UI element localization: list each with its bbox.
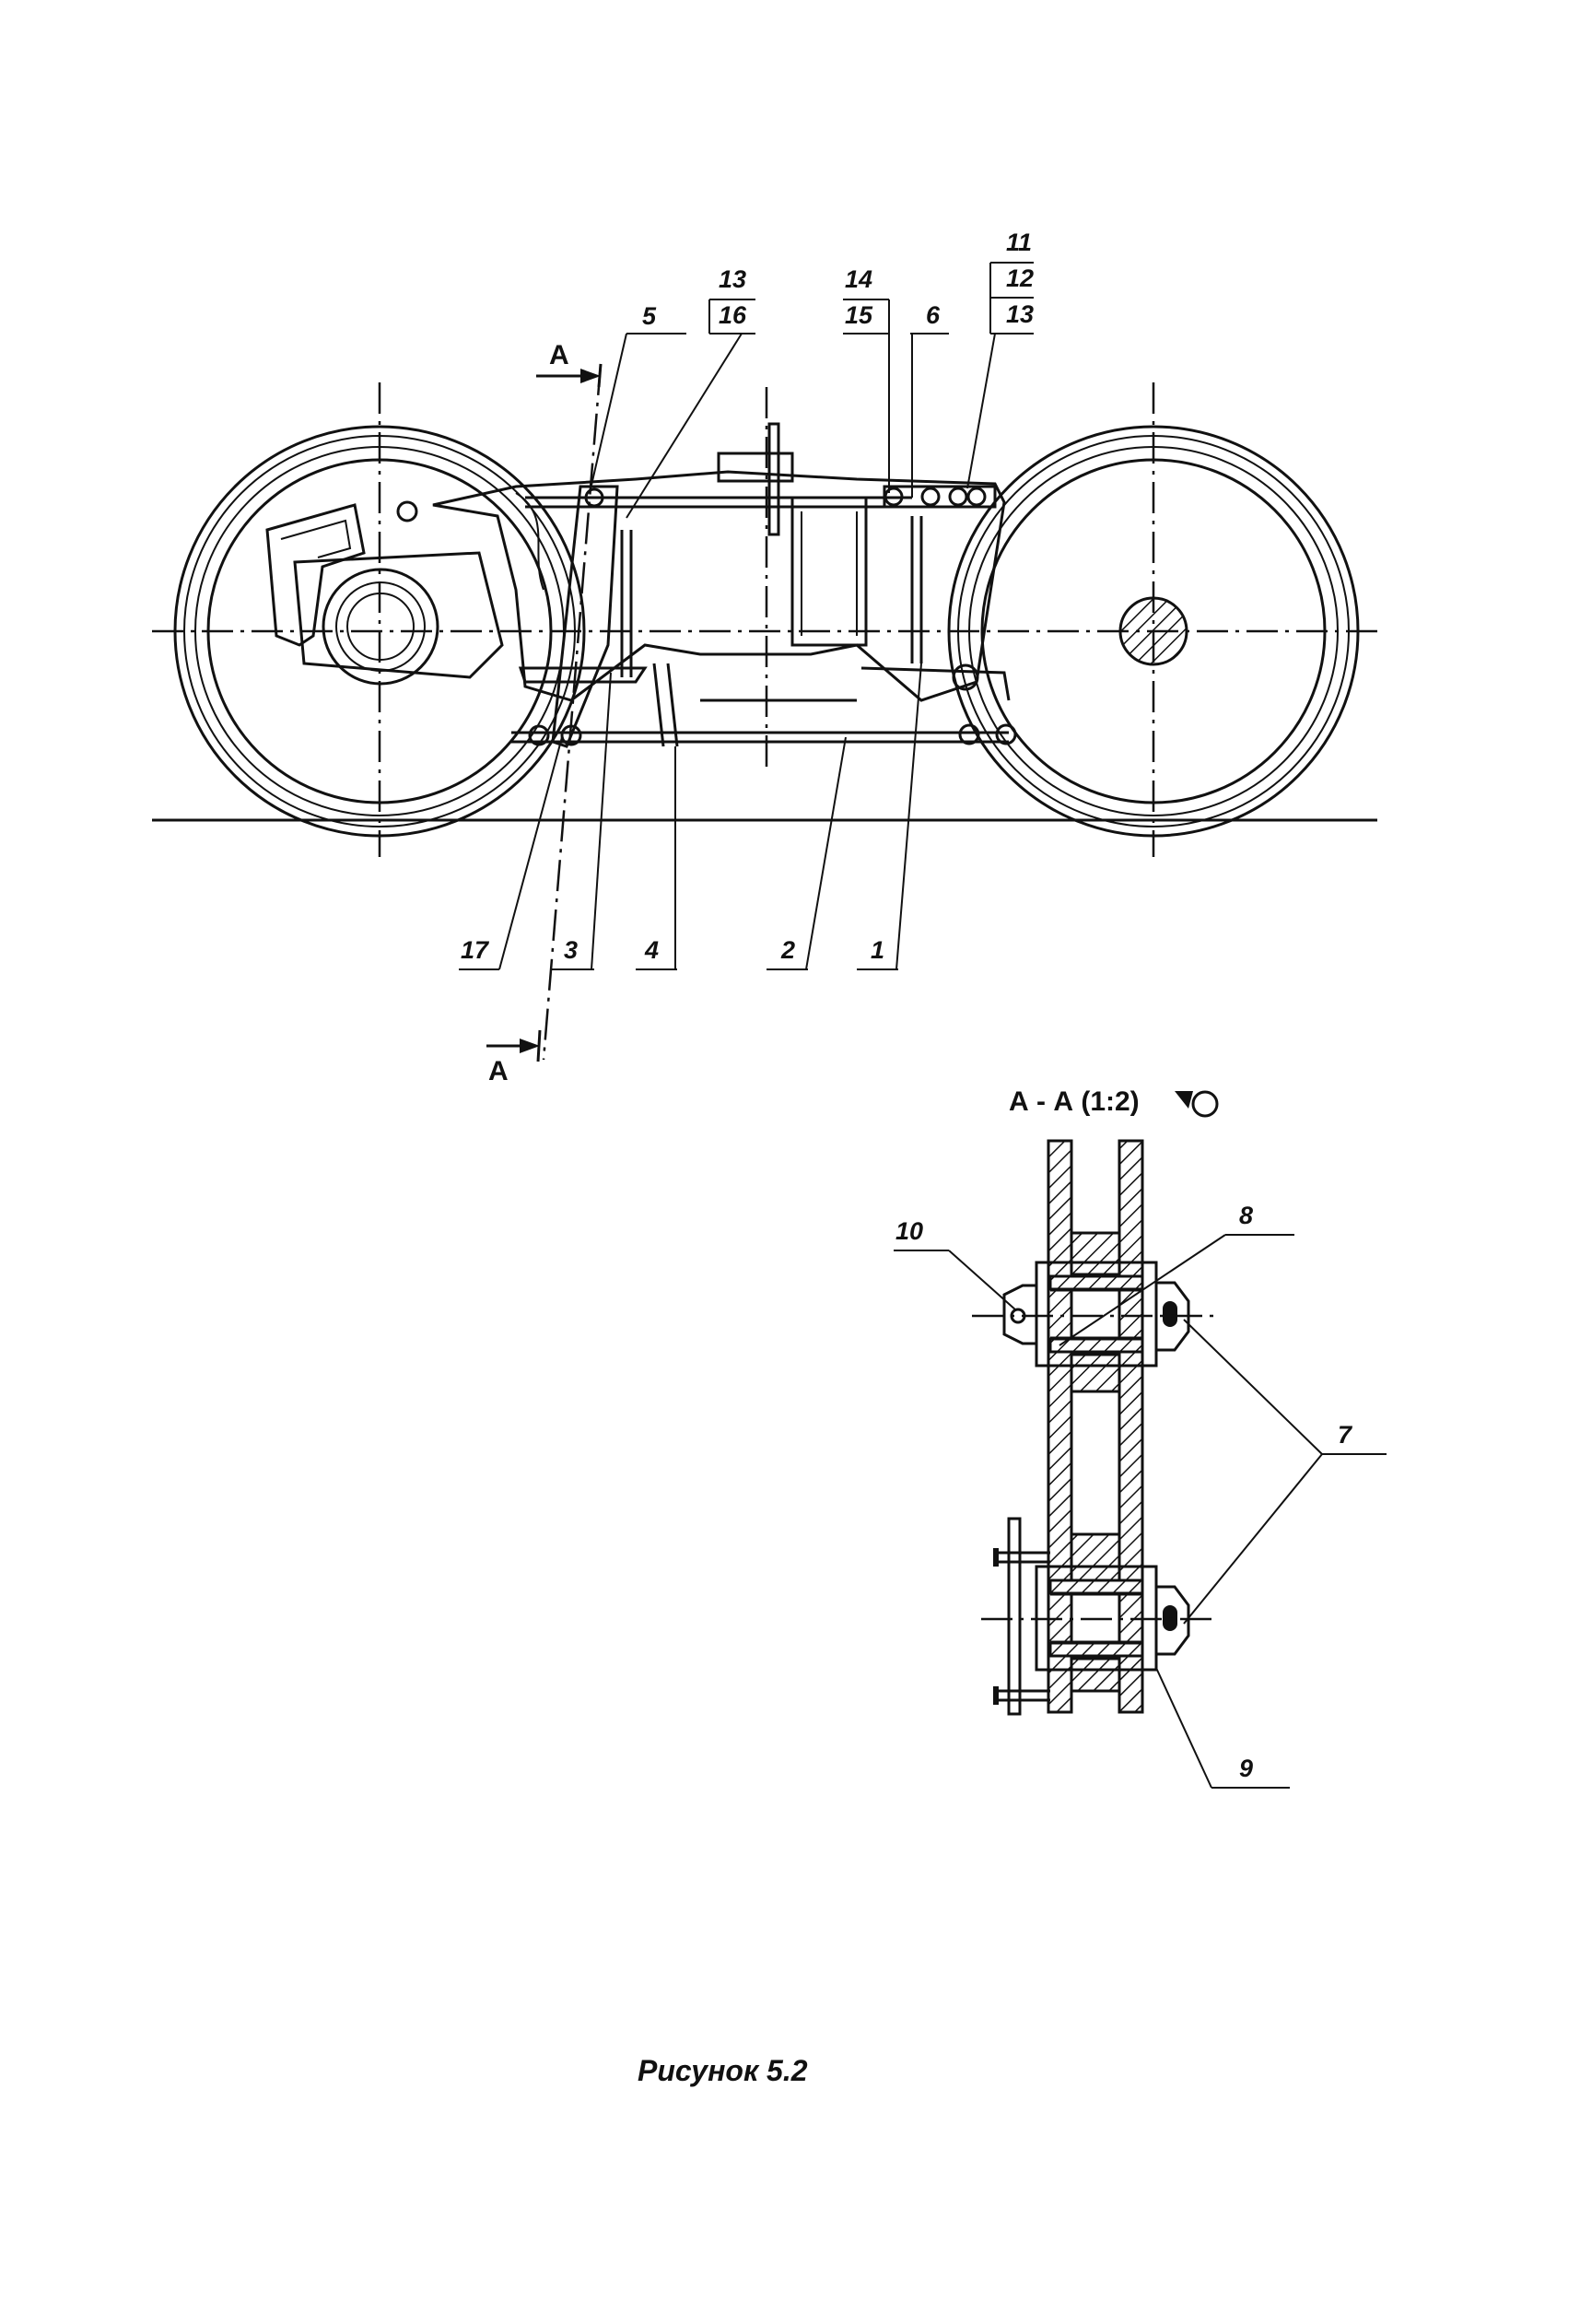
leader-11-12-13: 11 12 13 [966, 229, 1034, 489]
leader-6: 6 [910, 301, 949, 498]
figure-caption: Рисунок 5.2 [638, 2054, 808, 2087]
leader-14-15: 14 15 [843, 265, 890, 493]
section-arrow-top: А [536, 340, 603, 388]
svg-text:9: 9 [1239, 1755, 1253, 1782]
leader-5: 5 [589, 302, 686, 494]
leader-2: 2 [767, 736, 847, 970]
svg-text:2: 2 [780, 936, 795, 964]
leader-1: 1 [857, 663, 922, 970]
svg-text:6: 6 [926, 301, 941, 329]
leader-17: 17 [459, 736, 563, 970]
svg-text:7: 7 [1338, 1421, 1353, 1449]
svg-text:8: 8 [1239, 1202, 1253, 1229]
section-mark-top: А [549, 340, 569, 370]
leader-4: 4 [636, 746, 677, 970]
svg-text:5: 5 [642, 302, 657, 330]
leader-7: 7 [1183, 1319, 1387, 1625]
section-arrow-bottom: А [486, 1029, 542, 1086]
svg-text:10: 10 [895, 1217, 923, 1245]
bogie-side-view: А А 5 13 16 14 15 [152, 229, 1377, 1086]
lower-pin-assembly [981, 1517, 1216, 1716]
section-cut-line [542, 363, 603, 1061]
svg-text:1: 1 [871, 936, 884, 964]
side-frame [432, 470, 1006, 702]
svg-text:13: 13 [1006, 300, 1034, 328]
bolster-spring-set [700, 422, 868, 702]
section-title: А - А (1:2) [1009, 1086, 1140, 1117]
svg-text:15: 15 [845, 301, 873, 329]
section-symbol [1175, 1090, 1219, 1118]
leader-13-16: 13 16 [626, 265, 755, 519]
svg-text:4: 4 [644, 936, 659, 964]
section-mark-bottom: А [488, 1056, 509, 1086]
svg-text:11: 11 [1006, 229, 1032, 256]
leader-10: 10 [894, 1217, 1017, 1311]
brake-rigging [511, 485, 1017, 748]
left-axle-box [265, 500, 504, 686]
right-plate [1118, 1139, 1144, 1714]
svg-text:14: 14 [845, 265, 872, 293]
svg-text:3: 3 [564, 936, 578, 964]
leader-3: 3 [551, 672, 612, 970]
left-plate [1047, 1139, 1073, 1714]
leader-9: 9 [1155, 1667, 1290, 1789]
leader-8: 8 [1059, 1202, 1294, 1346]
section-a-a-view: А - А (1:2) [894, 1086, 1387, 1789]
svg-text:12: 12 [1006, 264, 1034, 292]
svg-text:17: 17 [461, 936, 490, 964]
svg-text:13: 13 [719, 265, 746, 293]
upper-pin-assembly [972, 1231, 1221, 1393]
svg-text:16: 16 [719, 301, 747, 329]
